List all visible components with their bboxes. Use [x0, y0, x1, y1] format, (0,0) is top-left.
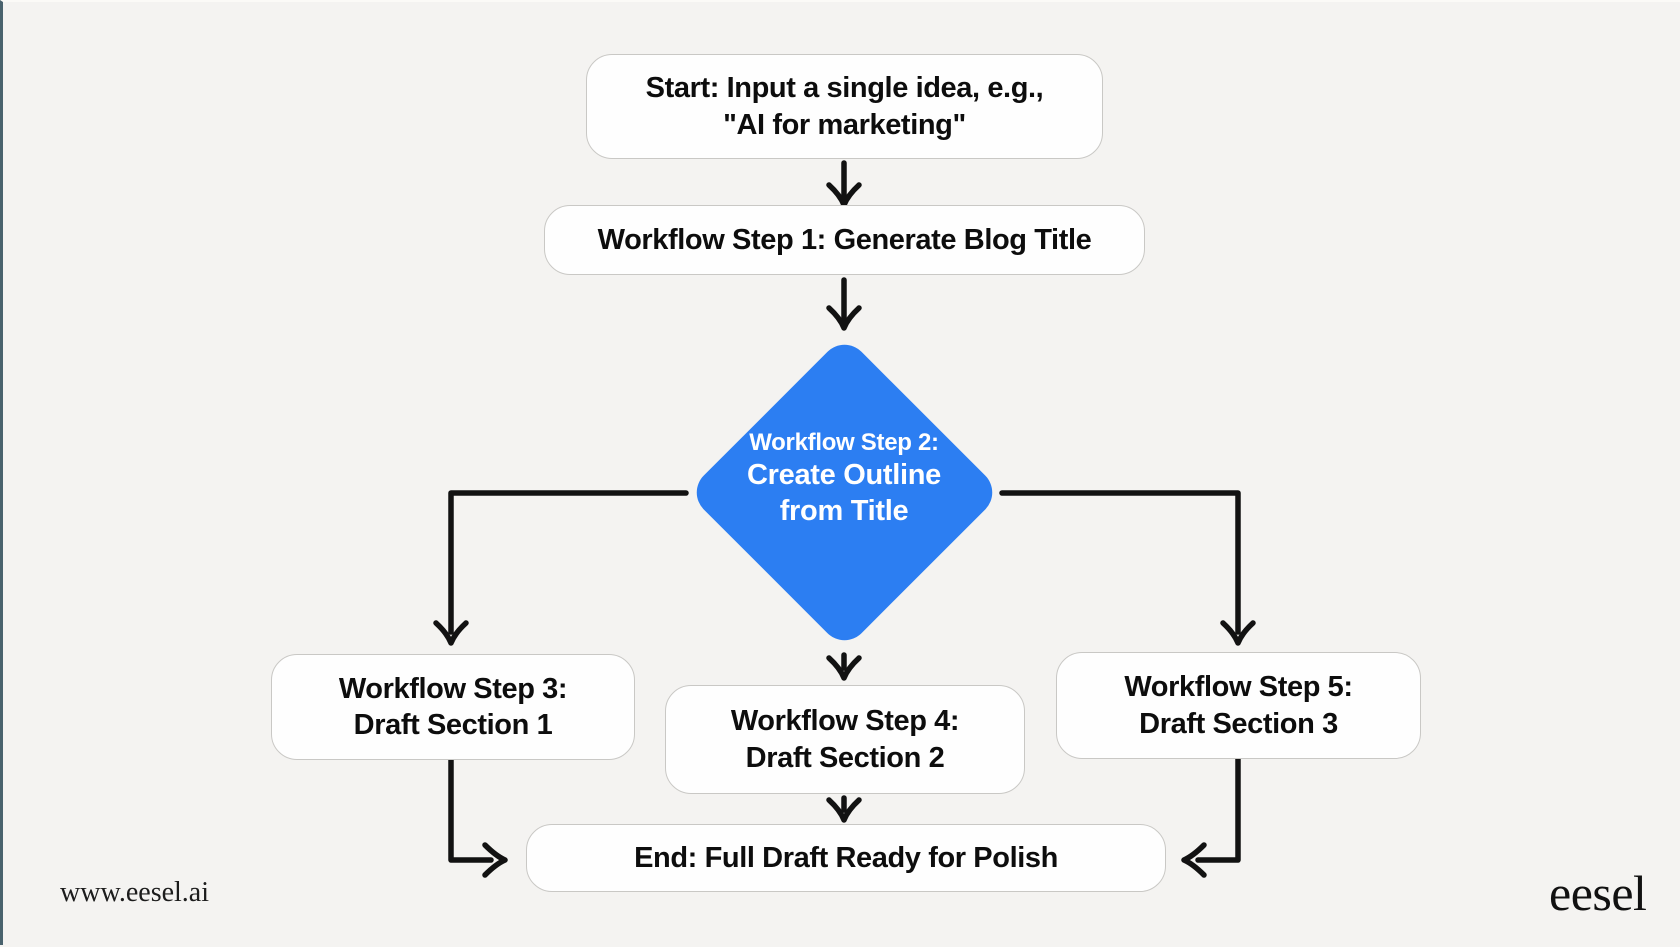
connector-step1-step2 — [826, 277, 862, 331]
connector-step2-step3 — [433, 490, 689, 646]
node-step5-label: Workflow Step 5: Draft Section 3 — [1124, 671, 1353, 740]
decision-step2-prefix: Workflow Step 2: — [749, 429, 939, 456]
brand-logo: eesel — [1549, 865, 1647, 921]
node-step3: Workflow Step 3: Draft Section 1 — [271, 654, 635, 760]
node-step4-label: Workflow Step 4: Draft Section 2 — [730, 705, 960, 774]
node-step3-label: Workflow Step 3: Draft Section 1 — [338, 672, 568, 741]
footer-url: www.eesel.ai — [60, 877, 210, 908]
node-step5: Workflow Step 5: Draft Section 3 — [1056, 652, 1421, 759]
connector-step2-step5 — [999, 490, 1256, 646]
node-step1-label: Workflow Step 1: Generate Blog Title — [597, 223, 1092, 256]
connector-step2-step4 — [826, 652, 862, 681]
node-end-label: End: Full Draft Ready for Polish — [634, 841, 1058, 874]
connector-step5-end — [1181, 756, 1241, 878]
node-step1: Workflow Step 1: Generate Blog Title — [544, 205, 1145, 275]
node-end: End: Full Draft Ready for Polish — [526, 824, 1166, 892]
node-start-label: Start: Input a single idea, e.g., "AI fo… — [645, 72, 1044, 141]
node-start: Start: Input a single idea, e.g., "AI fo… — [586, 54, 1103, 159]
node-step4: Workflow Step 4: Draft Section 2 — [665, 685, 1025, 794]
connector-step4-end — [826, 795, 862, 823]
connector-start-step1 — [826, 160, 862, 208]
decision-step2-main: Create Outline from Title — [746, 459, 941, 527]
decision-step2-label: Workflow Step 2: Create Outline from Tit… — [704, 427, 984, 529]
connector-step3-end — [448, 757, 508, 878]
